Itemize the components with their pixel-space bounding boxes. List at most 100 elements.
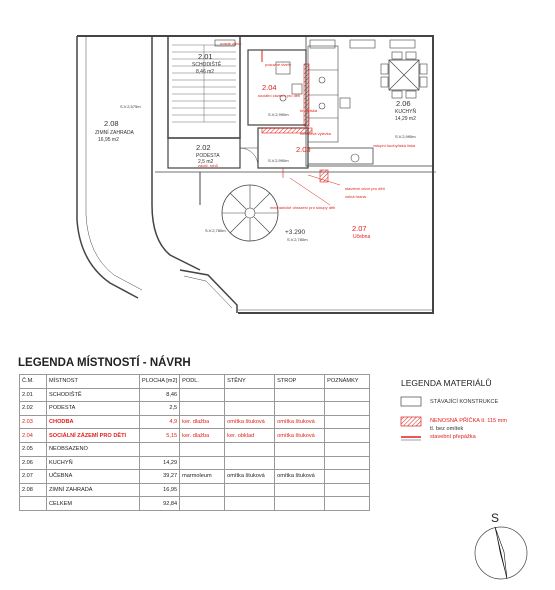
cell-room: CELKEM — [46, 496, 140, 511]
room-legend-title: LEGENDA MÍSTNOSTÍ - NÁVRH — [18, 357, 191, 369]
cell-floor — [179, 455, 226, 471]
cell-cm: 2.07 — [19, 469, 47, 484]
annotation-1: nosné zdivo — [220, 41, 242, 46]
level-mark-sub: S.V.2,780m — [287, 237, 308, 242]
cell-cm: 2.06 — [19, 455, 47, 471]
room-area-202: 2,5 m2 — [198, 159, 214, 165]
cell-floor — [179, 441, 226, 457]
height-mark-1: S.V.2,575m — [120, 104, 141, 109]
height-mark-3: S.V.2,990m — [268, 158, 289, 163]
inner-wall-wintergarden — [151, 36, 201, 271]
cell-ceiling — [274, 482, 326, 498]
cell-room: ZIMNÍ ZAHRADA — [46, 482, 140, 498]
room-id-207: 2.07 — [352, 224, 367, 233]
cell-note — [324, 401, 371, 416]
kitchen-area — [305, 35, 434, 167]
bay-window — [179, 269, 238, 313]
dining-table-icon — [380, 51, 428, 99]
height-mark-4: S.V.2,990m — [395, 134, 416, 139]
room-id-208: 2.08 — [104, 119, 119, 128]
room-name-202: PODESTA — [196, 153, 220, 159]
cell-area: 2,5 — [138, 401, 181, 416]
cell-walls — [224, 482, 276, 498]
cell-ceiling: omítka štuková — [274, 414, 326, 430]
annotation-10: kr. dětská — [300, 108, 318, 113]
material-partition-sub: tl. bez omítek — [430, 426, 464, 432]
cell-cm: 2.02 — [19, 401, 47, 416]
col-ceiling: STROP — [274, 374, 326, 389]
stair-treads — [172, 44, 236, 123]
cell-floor — [179, 482, 226, 498]
room-id-202: 2.02 — [196, 143, 211, 152]
north-arrow: S — [474, 511, 528, 580]
cell-note — [324, 482, 371, 498]
cell-area: 14,29 — [138, 455, 181, 471]
cell-ceiling: omítka štuková — [274, 469, 326, 484]
material-legend-title: LEGENDA MATERIÁLŮ — [401, 378, 492, 388]
annotation-4: nerezová výlevka — [300, 131, 332, 136]
cell-ceiling — [274, 496, 326, 511]
col-floor: PODL. — [179, 374, 226, 389]
cell-cm: 2.05 — [19, 441, 47, 457]
cell-area: 5,15 — [138, 428, 181, 443]
annotation-9: mechanické ohrazení pro sloupy dětí — [270, 205, 336, 210]
cell-floor: ker. dlažba — [179, 428, 226, 443]
annotation-3: sociální zázemí pro děti — [258, 93, 300, 98]
material-existing: STÁVAJÍCÍ KONSTRUKCE — [430, 399, 499, 405]
cell-ceiling — [274, 387, 326, 403]
room-area-208: 16,95 m2 — [98, 137, 119, 143]
level-mark: +3.290 — [285, 229, 305, 236]
cell-room: SCHODIŠTĚ — [46, 387, 140, 403]
cell-area: 8,46 — [138, 387, 181, 403]
room-id-203: 2.03 — [296, 145, 311, 154]
cell-floor: ker. dlažba — [179, 414, 226, 430]
room-id-201: 2.01 — [198, 52, 213, 61]
cell-note — [324, 414, 371, 430]
cell-ceiling — [274, 441, 326, 457]
cell-room: KUCHYŇ — [46, 455, 140, 471]
room-legend-header: Č.M. MÍSTNOST PLOCHA [m2] PODL. STĚNY ST… — [19, 374, 371, 389]
cell-room: SOCIÁLNÍ ZÁZEMÍ PRO DĚTI — [46, 428, 140, 443]
cell-ceiling: omítka štuková — [274, 428, 326, 443]
cell-cm: 2.03 — [19, 414, 47, 430]
cell-ceiling — [274, 401, 326, 416]
cell-area: 4,9 — [138, 414, 181, 430]
cell-room: NEOBSAZENO — [46, 441, 140, 457]
material-swatches — [400, 396, 422, 441]
room-name-207: Učebna — [353, 234, 370, 240]
cell-area: 16,95 — [138, 482, 181, 498]
annotation-7: vstupní kuchyňská linka — [373, 143, 416, 148]
cell-room: CHODBA — [46, 414, 140, 430]
cell-ceiling — [274, 455, 326, 471]
col-cm: Č.M. — [19, 374, 47, 389]
cell-walls — [224, 496, 276, 511]
cell-walls — [224, 401, 276, 416]
swatch-partition — [400, 416, 422, 427]
annotation-2: posuvné dveře — [265, 62, 292, 67]
cell-walls — [224, 455, 276, 471]
cell-area — [138, 441, 181, 457]
room-area-206: 14,29 m2 — [395, 116, 416, 122]
room-name-206: KUCHYŇ — [395, 108, 417, 115]
cell-note — [324, 469, 371, 484]
cell-floor: marmoleum — [179, 469, 226, 484]
cell-note — [324, 496, 371, 511]
cell-floor — [179, 496, 226, 511]
col-walls: STĚNY — [224, 374, 276, 389]
cell-walls: omítka štuková — [224, 469, 276, 484]
cell-note — [324, 455, 371, 471]
floor-plan: 2.08 ZIMNÍ ZAHRADA 16,95 m2 2.01 SCHODIŠ… — [76, 35, 436, 314]
annotation-8: stavební otvor pro děti — [345, 186, 385, 191]
col-area: PLOCHA [m2] — [138, 374, 181, 389]
cell-cm: 2.04 — [19, 428, 47, 443]
material-partition: NENOSNÁ PŘÍČKA tl. 115 mm — [430, 418, 507, 424]
